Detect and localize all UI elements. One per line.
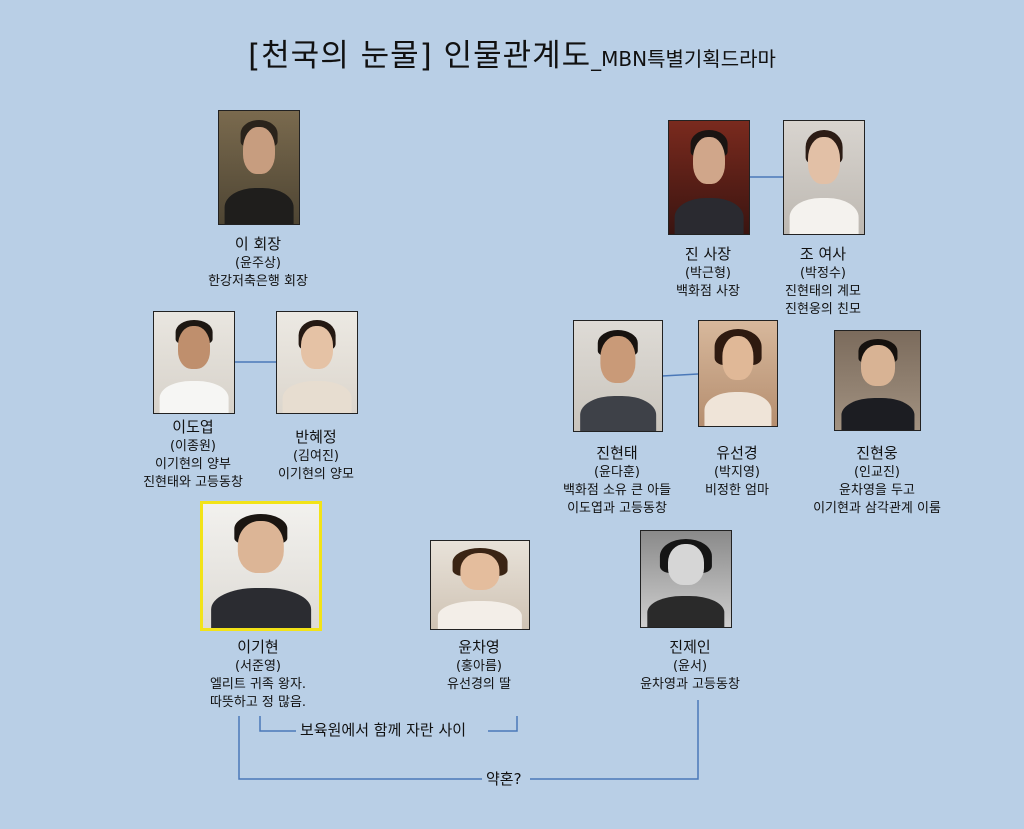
person-actor: (이종원) bbox=[169, 439, 217, 454]
person-name: 진현웅 bbox=[856, 444, 898, 462]
person-name: 진현태 bbox=[596, 444, 638, 462]
person-name: 조 여사 bbox=[799, 245, 847, 263]
person-desc: 이기현의 양모 bbox=[278, 467, 354, 482]
title-sub: _MBN특별기획드라마 bbox=[591, 47, 776, 71]
portrait-yun-chayeong bbox=[430, 540, 530, 630]
portrait-jin-hyeontae bbox=[573, 320, 663, 432]
person-desc: 따뜻하고 정 많음. bbox=[209, 695, 307, 710]
orphanage-connector-right bbox=[488, 716, 518, 732]
person-actor: (윤서) bbox=[672, 659, 708, 674]
person-actor: (홍아름) bbox=[455, 659, 503, 674]
person-desc: 이기현의 양부 bbox=[155, 457, 231, 472]
couple-line-jin-yu bbox=[661, 373, 699, 377]
portrait-jo-yeosa bbox=[783, 120, 865, 235]
person-desc: 한강저축은행 회장 bbox=[208, 274, 308, 289]
person-name: 윤차영 bbox=[458, 638, 500, 656]
person-desc: 진현웅의 친모 bbox=[785, 302, 861, 317]
portrait-ban-hyejeong bbox=[276, 311, 358, 414]
person-name: 이 회장 bbox=[234, 235, 282, 253]
person-actor: (윤주상) bbox=[234, 256, 282, 271]
portrait-lee-doyeop bbox=[153, 311, 235, 414]
person-desc: 이도엽과 고등동창 bbox=[567, 501, 667, 516]
person-actor: (서준영) bbox=[234, 659, 282, 674]
engagement-connector-right bbox=[530, 700, 699, 780]
person-desc: 진현태의 계모 bbox=[785, 284, 861, 299]
person-desc: 이기현과 삼각관계 이룸 bbox=[813, 501, 941, 516]
portrait-jin-hyeonung bbox=[834, 330, 921, 431]
person-name: 진제인 bbox=[669, 638, 711, 656]
relation-label-engagement: 약혼? bbox=[482, 769, 526, 789]
title-main: [천국의 눈물] 인물관계도 bbox=[248, 38, 592, 74]
person-name: 진 사장 bbox=[684, 245, 732, 263]
portrait-yu-seongyeong bbox=[698, 320, 778, 427]
person-desc: 진현태와 고등동창 bbox=[143, 475, 243, 490]
person-name: 이기현 bbox=[237, 638, 279, 656]
portrait-lee-hoejang bbox=[218, 110, 300, 225]
person-desc: 백화점 소유 큰 아들 bbox=[562, 483, 672, 498]
orphanage-connector bbox=[259, 716, 296, 732]
portrait-jin-sajang bbox=[668, 120, 750, 235]
person-actor: (김여진) bbox=[292, 449, 340, 464]
person-name: 반혜정 bbox=[295, 428, 337, 446]
person-desc: 유선경의 딸 bbox=[447, 677, 511, 692]
engagement-connector bbox=[238, 716, 482, 780]
portrait-jin-jein bbox=[640, 530, 732, 628]
person-actor: (박근형) bbox=[684, 266, 732, 281]
person-actor: (인교진) bbox=[853, 465, 901, 480]
person-actor: (박정수) bbox=[799, 266, 847, 281]
person-desc: 비정한 엄마 bbox=[705, 483, 769, 498]
relation-label-orphanage: 보육원에서 함께 자란 사이 bbox=[296, 720, 471, 740]
person-desc: 윤차영을 두고 bbox=[839, 483, 915, 498]
person-name: 유선경 bbox=[716, 444, 758, 462]
person-actor: (박지영) bbox=[713, 465, 761, 480]
person-actor: (윤다훈) bbox=[593, 465, 641, 480]
person-desc: 윤차영과 고등동창 bbox=[640, 677, 740, 692]
person-desc: 엘리트 귀족 왕자. bbox=[209, 677, 307, 692]
person-name: 이도엽 bbox=[172, 418, 214, 436]
portrait-lee-gihyeon bbox=[200, 501, 322, 631]
person-desc: 백화점 사장 bbox=[676, 284, 740, 299]
page-title: [천국의 눈물] 인물관계도_MBN특별기획드라마 bbox=[0, 30, 1024, 75]
